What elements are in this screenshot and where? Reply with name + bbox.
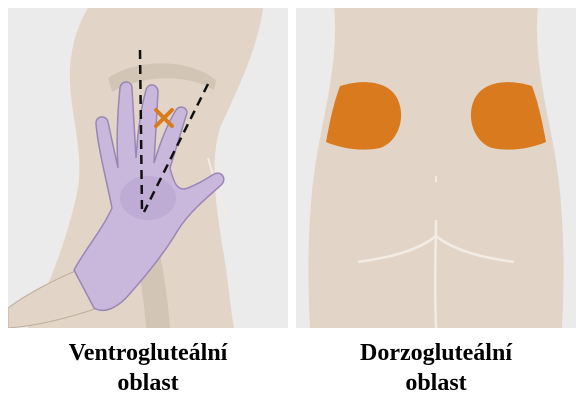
- ventrogluteal-illustration: [8, 8, 288, 328]
- glove-palm-shade: [120, 176, 176, 220]
- caption-line-1: Dorzogluteální: [296, 338, 576, 368]
- caption-line-2: oblast: [296, 368, 576, 398]
- dorsogluteal-illustration: [296, 8, 576, 328]
- caption-line-1: Ventrogluteální: [8, 338, 288, 368]
- ventrogluteal-caption: Ventrogluteální oblast: [8, 338, 288, 398]
- dorsogluteal-caption: Dorzogluteální oblast: [296, 338, 576, 398]
- caption-line-2: oblast: [8, 368, 288, 398]
